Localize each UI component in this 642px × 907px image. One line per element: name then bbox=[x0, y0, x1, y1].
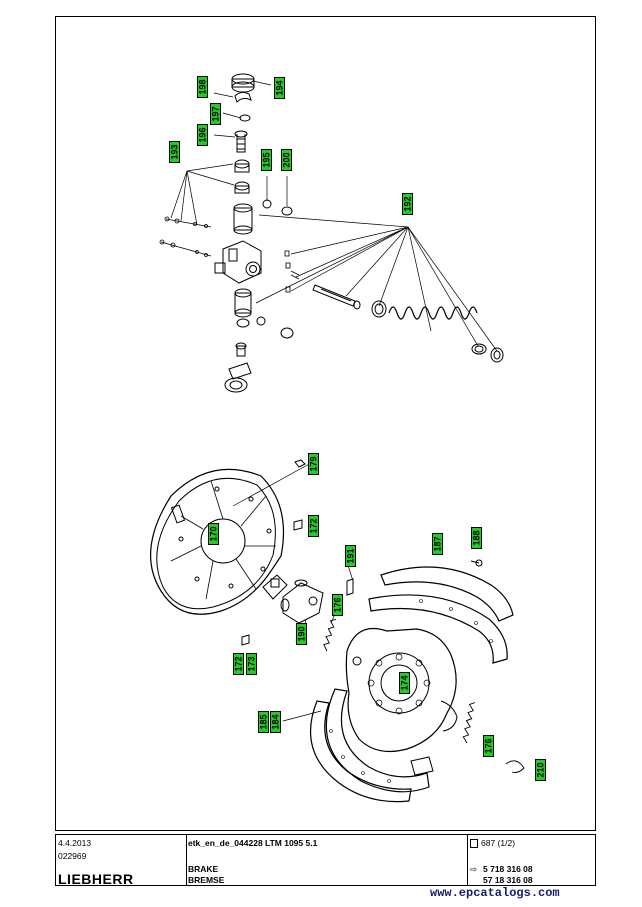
callout-176-lower: 176 bbox=[483, 735, 494, 757]
callout-197: 197 bbox=[210, 103, 221, 125]
leader-lines bbox=[170, 80, 498, 722]
callout-195: 195 bbox=[261, 149, 272, 171]
title-german: BREMSE bbox=[188, 875, 225, 885]
callout-192: 192 bbox=[402, 193, 413, 215]
title-block: 4.4.2013 022969 LIEBHERR etk_en_de_04422… bbox=[55, 834, 596, 887]
callout-173: 173 bbox=[246, 653, 257, 675]
exploded-parts-diagram bbox=[150, 73, 525, 803]
title-block-left: 4.4.2013 022969 LIEBHERR bbox=[56, 835, 187, 887]
callout-190: 190 bbox=[296, 623, 307, 645]
callout-172-upper: 172 bbox=[308, 515, 319, 537]
callout-193: 193 bbox=[169, 141, 180, 163]
liebherr-logo: LIEBHERR bbox=[58, 871, 134, 887]
title-block-right: 687 (1/2) ⇨ 5 718 316 08 57 18 316 08 bbox=[467, 835, 596, 885]
callout-179: 179 bbox=[308, 453, 319, 475]
return-springs bbox=[323, 618, 525, 773]
page-number: 687 (1/2) bbox=[481, 838, 516, 848]
callout-184: 184 bbox=[270, 711, 281, 733]
callout-196: 196 bbox=[197, 124, 208, 146]
page-icon bbox=[470, 839, 478, 848]
small-parts bbox=[241, 459, 483, 646]
callout-174: 174 bbox=[399, 672, 410, 694]
title-block-middle: etk_en_de_044228 LTM 1095 5.1 BRAKE BREM… bbox=[186, 835, 468, 885]
callout-210: 210 bbox=[535, 759, 546, 781]
drawing-number: 022969 bbox=[58, 851, 87, 861]
callout-185: 185 bbox=[258, 711, 269, 733]
title-english: BRAKE bbox=[188, 864, 219, 874]
hub-anchor-plate bbox=[345, 627, 458, 752]
part-number-2: 57 18 316 08 bbox=[483, 875, 533, 885]
callout-188: 188 bbox=[471, 527, 482, 549]
brake-shoe-lower bbox=[309, 688, 434, 803]
date-text: 4.4.2013 bbox=[58, 838, 92, 848]
arrow-icon: ⇨ bbox=[470, 864, 478, 874]
watermark-text: www.epcatalogs.com bbox=[430, 886, 560, 900]
wheel-cylinder bbox=[280, 579, 324, 624]
callout-194: 194 bbox=[274, 77, 285, 99]
callout-191: 191 bbox=[345, 545, 356, 567]
upper-brake-cylinder-assembly bbox=[159, 73, 504, 393]
backing-plate bbox=[150, 468, 288, 615]
callout-172-lower: 172 bbox=[233, 653, 244, 675]
part-number-1: 5 718 316 08 bbox=[483, 864, 533, 874]
callout-200: 200 bbox=[281, 149, 292, 171]
callout-176-upper: 176 bbox=[332, 594, 343, 616]
callout-170: 170 bbox=[208, 523, 219, 545]
doc-reference: etk_en_de_044228 LTM 1095 5.1 bbox=[188, 838, 318, 848]
drawing-frame: 198 194 197 196 193 195 200 192 179 170 … bbox=[55, 16, 596, 831]
callout-187: 187 bbox=[432, 533, 443, 555]
callout-198: 198 bbox=[197, 76, 208, 98]
brake-shoe-upper bbox=[368, 566, 514, 664]
